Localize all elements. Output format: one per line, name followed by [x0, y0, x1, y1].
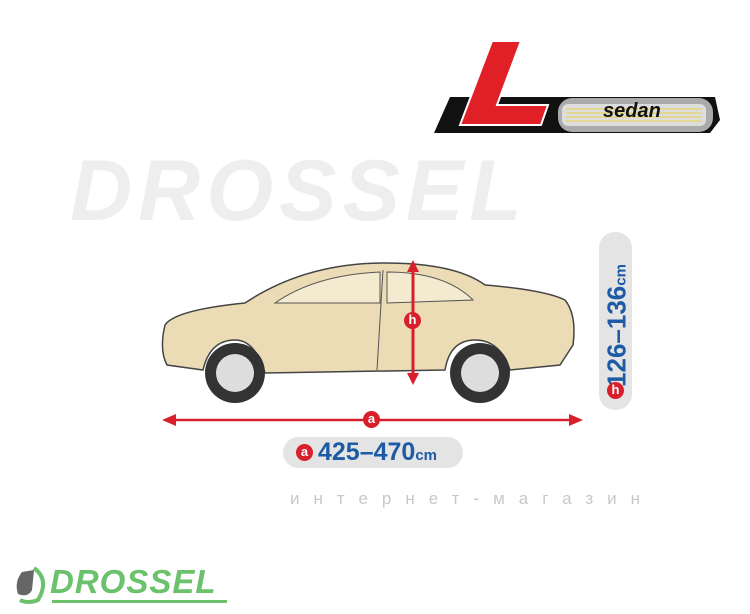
watermark-brand: DROSSEL [70, 143, 528, 239]
car-sedan-illustration [161, 260, 575, 403]
drossel-logo-mark [16, 566, 46, 604]
height-value: 126–136cm [601, 264, 632, 387]
length-badge-marker: a [296, 444, 313, 461]
length-value: 425–470cm [318, 438, 438, 466]
brand-underline [52, 600, 227, 603]
length-marker: a [363, 411, 380, 428]
height-marker: h [404, 312, 421, 329]
height-dimension-badge [599, 232, 632, 410]
body-type-label: sedan [603, 100, 661, 122]
size-l-sedan-logo [434, 40, 720, 133]
height-badge-marker: h [607, 382, 624, 399]
drossel-brand: DROSSEL [50, 563, 217, 600]
length-dimension-badge [283, 437, 463, 468]
watermark-subtitle: интернет-магазин [290, 489, 655, 508]
